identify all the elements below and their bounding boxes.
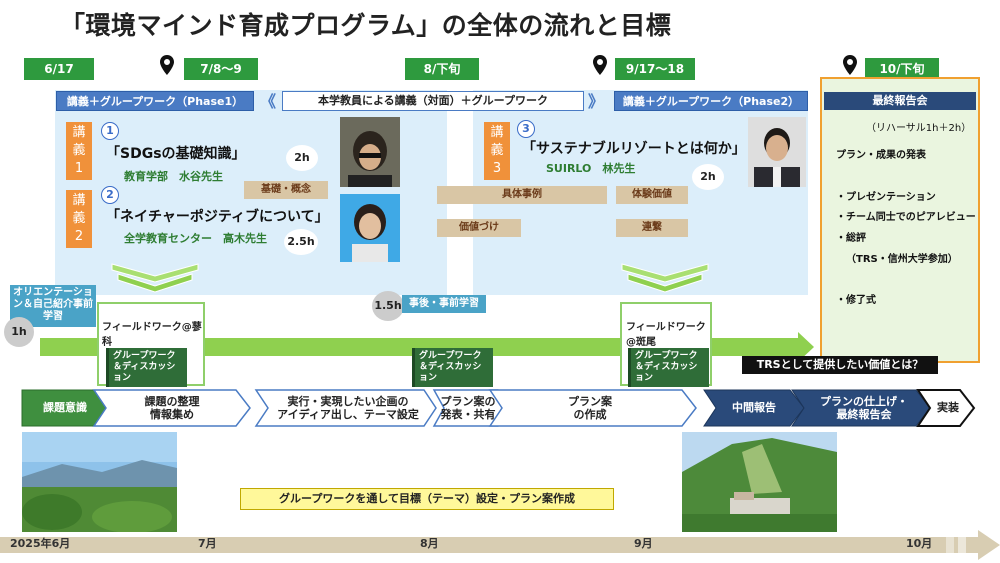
lecture3-number: 3 bbox=[517, 120, 535, 138]
flow-step-awareness: 課題意識 bbox=[43, 401, 87, 414]
month-label: 2025年6月 bbox=[10, 537, 71, 550]
lecture3-title: 「サステナブルリゾートとは何か」 bbox=[522, 141, 746, 157]
flow-step-organize: 課題の整理 情報集め bbox=[144, 395, 200, 421]
date-tag-6-17: 6/17 bbox=[24, 58, 94, 80]
chevron-right-icon: 》 bbox=[588, 92, 605, 111]
lecture2-teacher: 全学教育センター 高木先生 bbox=[124, 232, 267, 245]
location-pin-icon bbox=[843, 55, 857, 75]
flow-step-plan: プラン案 の作成 bbox=[568, 395, 612, 421]
teacher-photo bbox=[340, 194, 400, 262]
month-label: 7月 bbox=[198, 537, 217, 550]
chevron-left-icon: 《 bbox=[260, 92, 277, 111]
flow-step-ideation: 実行・実現したい企画の アイディア出し、テーマ設定 bbox=[277, 395, 419, 421]
lecture2-hours: 2.5h bbox=[284, 229, 318, 255]
goal-banner: グループワークを通して目標（テーマ）設定・プラン案作成 bbox=[240, 488, 614, 510]
page-title: 「環境マインド育成プログラム」の全体の流れと目標 bbox=[60, 11, 672, 40]
final-item: ・総評 bbox=[836, 233, 866, 244]
date-tag-10-late: 10/下旬 bbox=[865, 58, 939, 80]
lecture1-hours: 2h bbox=[286, 145, 318, 171]
lecture1-teacher: 教育学部 水谷先生 bbox=[124, 170, 223, 183]
location-pin-icon bbox=[160, 55, 174, 75]
landscape-photo bbox=[682, 432, 837, 532]
lecture3-tag: 講義3 bbox=[484, 122, 510, 180]
lecture3-tag-text: 講義3 bbox=[490, 125, 504, 176]
final-rehearsal: （リハーサル1h＋2h） bbox=[866, 123, 972, 134]
final-item: ・修了式 bbox=[836, 295, 876, 306]
lecture1-number: 1 bbox=[101, 122, 119, 140]
axis-arrow-icon bbox=[978, 530, 1000, 560]
lecture2-tag-text: 講義2 bbox=[72, 193, 86, 244]
date-tag-8-late: 8/下旬 bbox=[405, 58, 479, 80]
fieldwork-box-tateshina: フィールドワーク@蓼科 bbox=[97, 302, 205, 386]
lecture1-tag-text: 講義1 bbox=[72, 125, 86, 176]
flow-step-implement: 実装 bbox=[937, 401, 959, 414]
final-item: プラン・成果の発表 bbox=[836, 150, 926, 161]
teacher-photo bbox=[340, 117, 400, 187]
date-tag-7-8: 7/8～9 bbox=[184, 58, 258, 80]
final-item: （TRS・信州大学参加） bbox=[846, 254, 958, 265]
axis-tick-mark bbox=[958, 537, 966, 553]
teacher-photo bbox=[748, 117, 806, 187]
down-arrow-icon bbox=[111, 263, 199, 293]
middle-bar: 本学教員による講義（対面）＋グループワーク bbox=[282, 91, 584, 111]
flow-step-final: プランの仕上げ・ 最終報告会 bbox=[820, 395, 908, 421]
orientation-hours: 1h bbox=[4, 317, 34, 347]
lecture2-tag: 講義2 bbox=[66, 190, 92, 248]
lecture2-title: 「ネイチャーポジティブについて」 bbox=[106, 209, 329, 225]
flow-step-interim: 中間報告 bbox=[732, 401, 776, 414]
month-label: 8月 bbox=[420, 537, 439, 550]
tag-experience: 体験価値 bbox=[616, 186, 688, 204]
axis-tick-mark bbox=[946, 537, 954, 553]
date-tag-9-17: 9/17～18 bbox=[615, 58, 695, 80]
lecture1-tag: 講義1 bbox=[66, 122, 92, 180]
location-pin-icon bbox=[593, 55, 607, 75]
landscape-photo bbox=[22, 432, 177, 532]
tag-cases: 具体事例 bbox=[437, 186, 607, 204]
prestudy-hours: 1.5h bbox=[372, 291, 404, 321]
prestudy-box: 事後・事前学習 bbox=[402, 295, 486, 313]
lecture3-hours: 2h bbox=[692, 164, 724, 190]
final-item: ・プレゼンテーション bbox=[836, 192, 936, 203]
flow-step-share: プラン案の 発表・共有 bbox=[440, 395, 496, 421]
final-report-head: 最終報告会 bbox=[824, 92, 976, 110]
month-label: 9月 bbox=[634, 537, 653, 550]
phase1-bar: 講義＋グループワーク（Phase1） bbox=[56, 91, 254, 111]
group-discussion-box: グループワーク＆ディスカッション bbox=[412, 348, 493, 387]
trs-value-label: TRSとして提供したい価値とは？ bbox=[742, 356, 938, 374]
band-arrow-icon bbox=[798, 332, 814, 362]
timeline-band bbox=[40, 338, 798, 356]
phase2-bar: 講義＋グループワーク（Phase2） bbox=[614, 91, 808, 111]
down-arrow-icon bbox=[621, 263, 709, 293]
tag-linkage: 連繋 bbox=[616, 219, 688, 237]
flow-arrows bbox=[21, 389, 976, 427]
tag-basics: 基礎・概念 bbox=[244, 181, 328, 199]
group-discussion-box: グループワーク＆ディスカッション bbox=[628, 348, 709, 387]
time-axis bbox=[0, 537, 982, 553]
lecture1-title: 「SDGsの基礎知識」 bbox=[106, 146, 246, 162]
lecture3-teacher: SUIRLO 林先生 bbox=[546, 162, 636, 175]
lecture2-number: 2 bbox=[101, 186, 119, 204]
group-discussion-box: グループワーク＆ディスカッション bbox=[106, 348, 187, 387]
fieldwork-label: フィールドワーク@蓼科 bbox=[102, 322, 202, 348]
final-report-box bbox=[820, 77, 980, 363]
tag-value: 価値づけ bbox=[437, 219, 521, 237]
final-item: ・チーム同士でのピアレビュー bbox=[836, 212, 976, 223]
fieldwork-label: フィールドワーク@斑尾 bbox=[626, 322, 706, 348]
month-label: 10月 bbox=[906, 537, 933, 550]
